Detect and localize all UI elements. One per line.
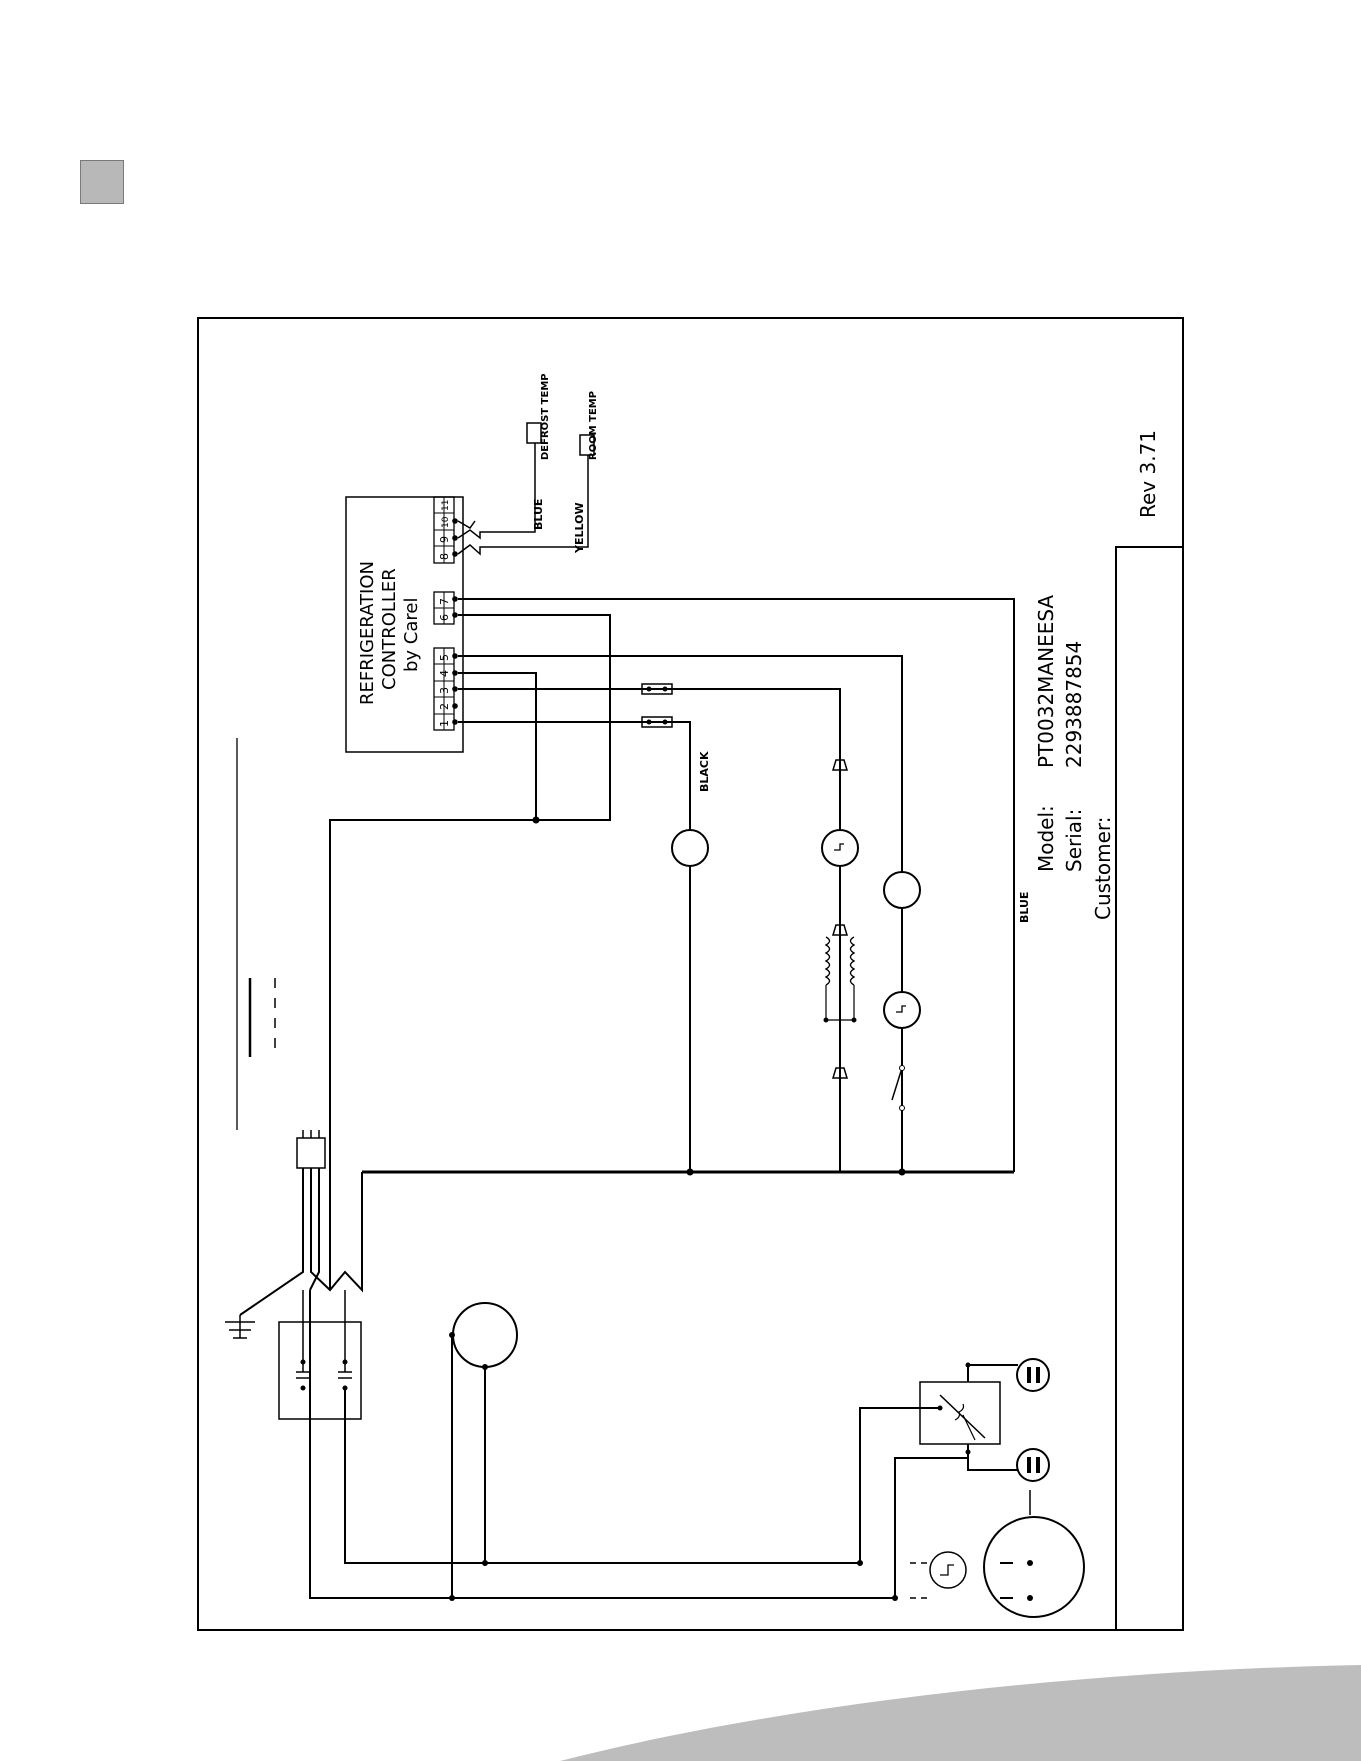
terminal-label-9: 9	[438, 536, 451, 543]
ground-symbol	[225, 1315, 255, 1338]
terminal-block-1-5: 1 2 3 4 5	[434, 648, 458, 730]
probe-wiring: DEFROST TEMP ROOM TEMP BLUE YELLOW	[458, 373, 599, 554]
defrost-temp-label: DEFROST TEMP	[540, 373, 551, 460]
legend-lines	[237, 738, 275, 1130]
black-wire-label: BLACK	[698, 751, 711, 792]
controller-line2: CONTROLLER	[379, 568, 400, 690]
serial-label: Serial:	[1062, 809, 1086, 872]
terminal-label-5: 5	[438, 654, 451, 661]
terminal-label-11: 11	[441, 500, 451, 511]
model-label: Model:	[1034, 805, 1058, 872]
yellow-probe-wire-label: YELLOW	[573, 502, 586, 554]
relay	[857, 1363, 1018, 1602]
terminal-label-1: 1	[438, 720, 451, 727]
outlets	[1017, 1359, 1049, 1481]
terminal-label-2: 2	[438, 703, 451, 710]
power-receptacle	[910, 1490, 1084, 1617]
controller-line3: by Carel	[401, 598, 422, 672]
terminal-label-10: 10	[441, 516, 451, 528]
capacitor-box	[279, 1290, 895, 1598]
fan-motor	[672, 830, 708, 866]
controller-line1: REFRIGERATION	[357, 561, 378, 705]
terminal-label-3: 3	[438, 687, 451, 694]
terminal-label-6: 6	[438, 614, 451, 621]
fuses	[642, 684, 672, 727]
title-block: Model: PT0032MANEESA Serial: 2293887854 …	[1034, 430, 1160, 920]
defrost-temp-sensor	[527, 423, 541, 443]
title-block-border	[1116, 547, 1183, 1630]
terminal-block-8-11: 8 9 10 11	[434, 497, 458, 563]
model-value: PT0032MANEESA	[1034, 595, 1058, 768]
main-wiring	[330, 599, 1014, 1290]
compressor-motor	[449, 1303, 517, 1601]
room-temp-label: ROOM TEMP	[588, 391, 599, 460]
revision-label: Rev 3.71	[1136, 430, 1160, 518]
terminal-label-4: 4	[438, 670, 451, 677]
terminal-label-8: 8	[438, 553, 451, 560]
power-plug	[240, 1130, 362, 1315]
terminal-block-6-7: 6 7	[434, 592, 458, 624]
blue-probe-wire-label: BLUE	[532, 499, 545, 530]
blue-wire-label: BLUE	[1018, 892, 1031, 923]
terminal-label-7: 7	[438, 598, 451, 605]
serial-value: 2293887854	[1062, 641, 1086, 768]
customer-label: Customer:	[1091, 816, 1115, 920]
